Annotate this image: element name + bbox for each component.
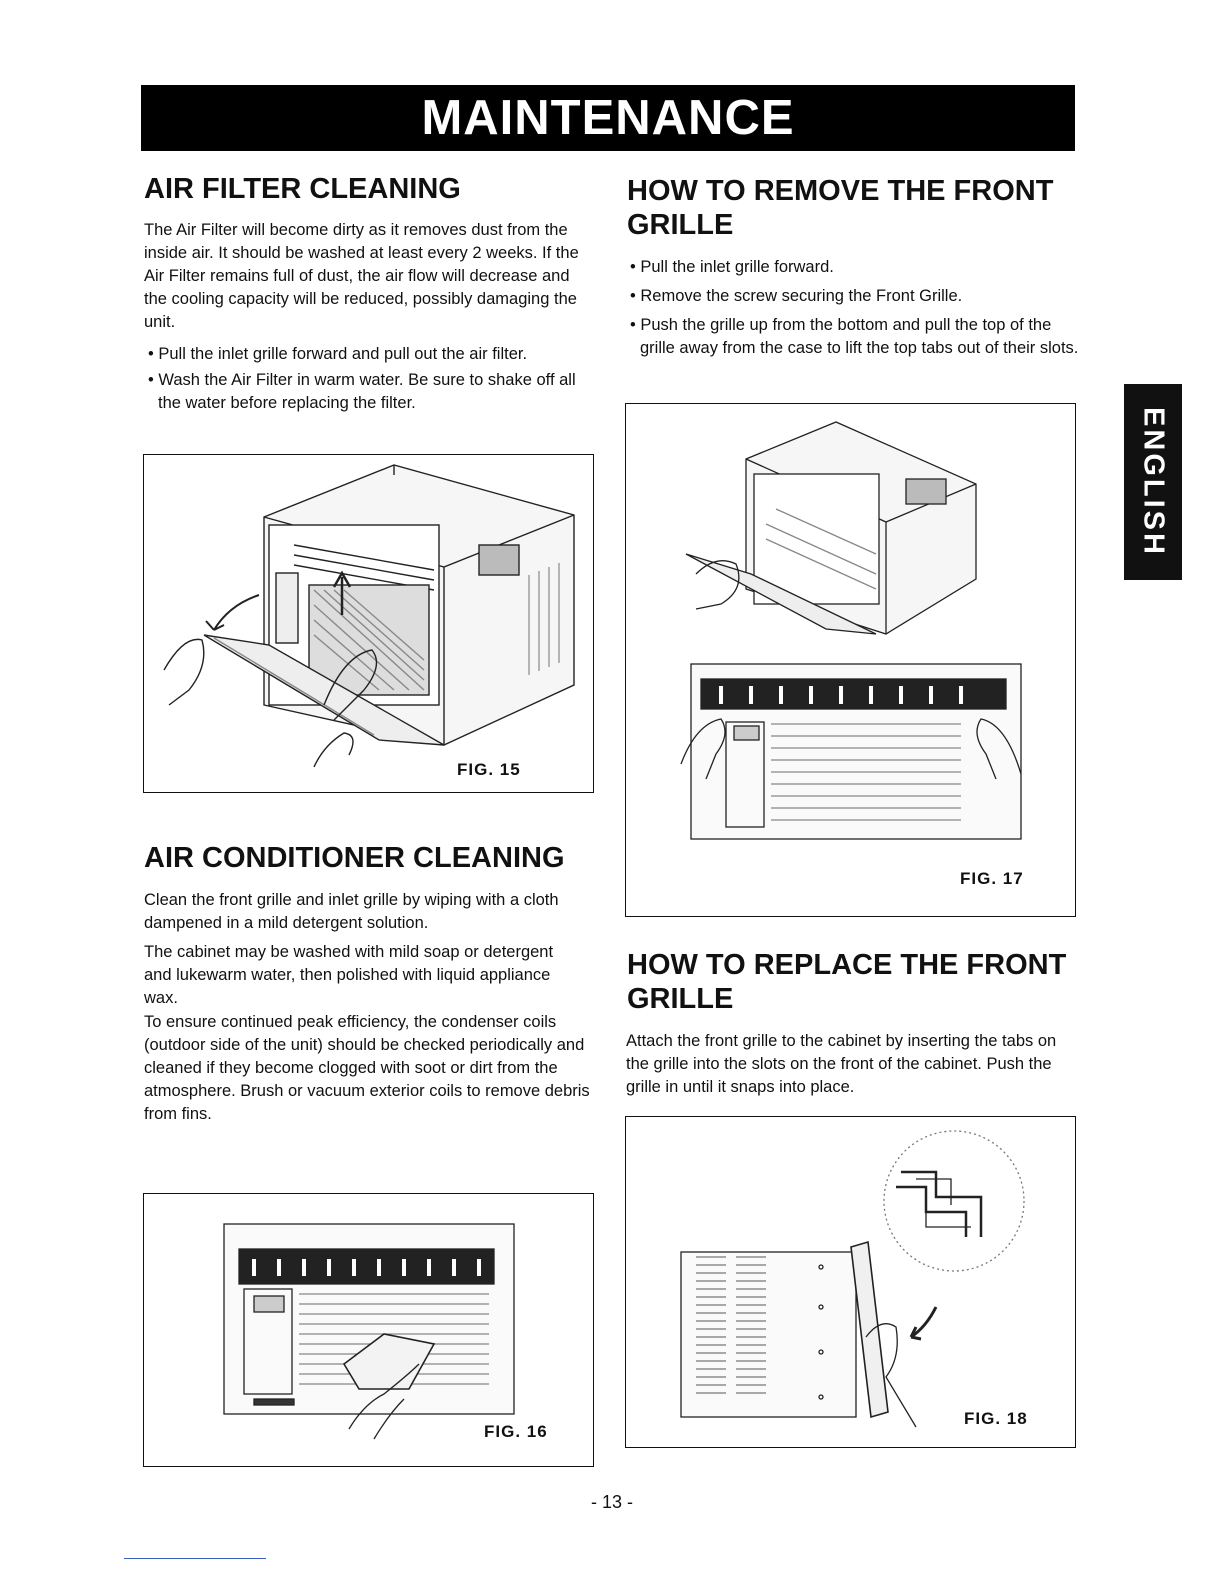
replace-grille-text: Attach the front grille to the cabinet b…: [626, 1032, 1057, 1096]
front-grille-removal-illustration: [680, 421, 1022, 840]
air-filter-heading: AIR FILTER CLEANING: [144, 173, 461, 205]
ac-cleaning-para-2: The cabinet may be washed with mild soap…: [144, 943, 554, 1007]
ac-cleaning-para-1: Clean the front grille and inlet grille …: [144, 891, 559, 932]
remove-grille-heading: HOW TO REMOVE THE FRONT GRILLE: [627, 175, 1054, 241]
page-banner-title: MAINTENANCE: [141, 85, 1075, 151]
footer-rule: [124, 1558, 266, 1559]
front-grille-replacement-illustration: [680, 1130, 1025, 1428]
figure-17-label: FIG. 17: [960, 869, 1024, 888]
air-filter-bullet-2: • Wash the Air Filter in warm water. Be …: [148, 371, 576, 412]
figure-15: FIG. 15: [143, 454, 594, 793]
remove-grille-bullet-2: • Remove the screw securing the Front Gr…: [630, 287, 963, 305]
ac-cleaning-para-3: To ensure continued peak efficiency, the…: [144, 1013, 590, 1123]
figure-18-label: FIG. 18: [964, 1409, 1028, 1428]
front-grille-wiping-illustration: [223, 1223, 515, 1440]
figure-15-label: FIG. 15: [457, 760, 521, 779]
air-filter-bullet-1: • Pull the inlet grille forward and pull…: [148, 345, 528, 363]
figure-17: FIG. 17: [625, 403, 1076, 917]
replace-grille-heading: HOW TO REPLACE THE FRONT GRILLE: [627, 949, 1067, 1015]
language-tab: ENGLISH: [1124, 384, 1182, 580]
figure-16: FIG. 16: [143, 1193, 594, 1467]
remove-grille-bullet-1: • Pull the inlet grille forward.: [630, 258, 834, 276]
remove-grille-bullet-3: • Push the grille up from the bottom and…: [630, 316, 1079, 357]
language-tab-label: ENGLISH: [1137, 407, 1170, 557]
air-conditioner-filter-illustration: [163, 464, 575, 768]
air-filter-intro: The Air Filter will become dirty as it r…: [144, 221, 579, 331]
figure-18: FIG. 18: [625, 1116, 1076, 1448]
ac-cleaning-heading: AIR CONDITIONER CLEANING: [144, 842, 565, 874]
page-number: - 13 -: [590, 1492, 633, 1512]
figure-16-label: FIG. 16: [484, 1422, 548, 1441]
